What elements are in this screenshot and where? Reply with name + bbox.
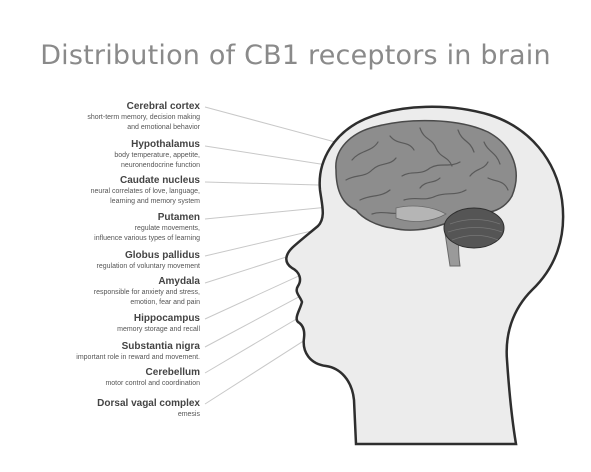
diagram-title: Distribution of CB1 receptors in brain <box>40 40 551 71</box>
region-hypothalamus: Hypothalamus body temperature, appetite,… <box>0 139 200 170</box>
region-description: important role in reward and movement. <box>76 354 200 361</box>
region-description: body temperature, appetite, neuronendocr… <box>114 152 200 169</box>
region-description: regulate movements, influence various ty… <box>94 225 200 242</box>
region-description: short-term memory, decision making and e… <box>87 114 200 131</box>
region-hippocampus: Hippocampus memory storage and recall <box>0 313 200 335</box>
region-name: Cerebellum <box>145 367 200 378</box>
brain <box>335 119 517 267</box>
region-description: emesis <box>177 411 200 418</box>
region-caudate-nucleus: Caudate nucleus neural correlates of lov… <box>0 175 200 206</box>
region-description: motor control and coordination <box>105 380 200 387</box>
region-description: memory storage and recall <box>117 326 200 333</box>
leader-line <box>204 106 351 147</box>
region-description: regulation of voluntary movement <box>96 263 201 270</box>
region-cerebral-cortex: Cerebral cortex short-term memory, decis… <box>0 101 200 132</box>
region-description: neural correlates of love, language, lea… <box>90 188 200 205</box>
region-substantia-nigra: Substantia nigra important role in rewar… <box>0 341 200 363</box>
region-dorsal-vagal-complex: Dorsal vagal complex emesis <box>0 398 200 420</box>
region-name: Dorsal vagal complex <box>97 398 200 409</box>
region-description: responsible for anxiety and stress, emot… <box>93 289 200 306</box>
region-globus-pallidus: Globus pallidus regulation of voluntary … <box>0 250 201 272</box>
region-putamen: Putamen regulate movements, influence va… <box>0 212 200 243</box>
region-name: Hypothalamus <box>131 139 200 150</box>
temporal-lobe-highlight <box>395 205 447 222</box>
cerebellum-shape <box>443 207 505 249</box>
region-name: Hippocampus <box>133 313 200 324</box>
region-name: Substantia nigra <box>121 341 200 352</box>
region-name: Amydala <box>158 276 200 287</box>
region-cerebellum: Cerebellum motor control and coordinatio… <box>0 367 200 389</box>
region-name: Globus pallidus <box>124 250 200 261</box>
region-name: Caudate nucleus <box>119 175 200 186</box>
region-name: Putamen <box>157 212 200 223</box>
region-name: Cerebral cortex <box>126 101 200 112</box>
region-amydala: Amydala responsible for anxiety and stre… <box>0 276 200 307</box>
region-labels: Cerebral cortex short-term memory, decis… <box>0 0 200 472</box>
